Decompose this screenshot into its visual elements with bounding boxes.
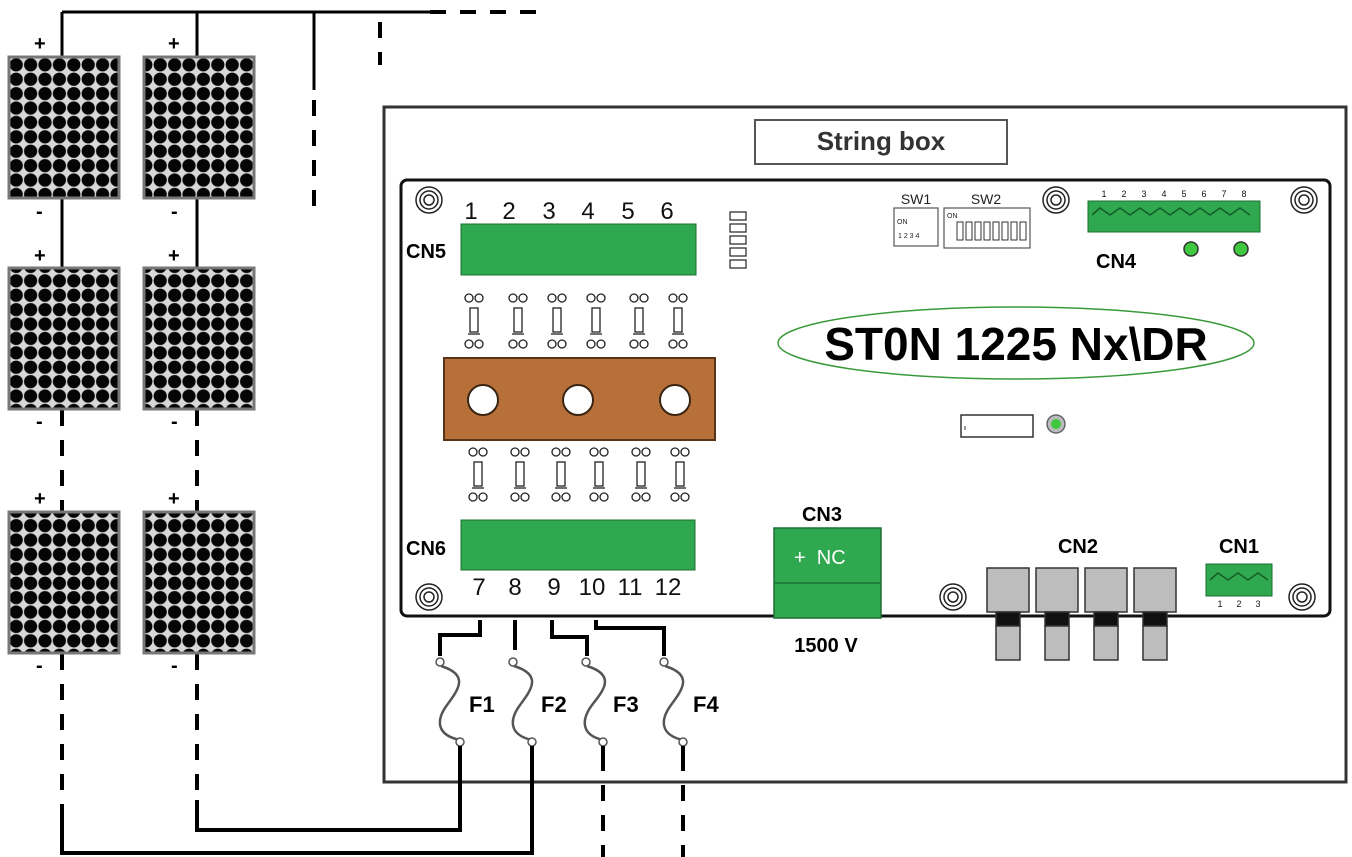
sw1-pin-labels: 1 2 3 4 (898, 233, 920, 240)
polarity-minus: - (36, 411, 43, 433)
polarity-plus: + (168, 488, 180, 510)
model-label: ST0N 1225 Nx\DR (777, 306, 1255, 380)
polarity-minus: - (36, 201, 43, 223)
cn3-terminal-text: + NC (794, 547, 846, 569)
polarity-plus: + (34, 33, 46, 55)
pv-panel (142, 55, 256, 200)
cn1-label: CN1 (1219, 536, 1259, 558)
pv-panel (7, 55, 121, 200)
cn5-pin: 4 (581, 198, 594, 225)
connector-cn2: CN2 (986, 536, 1177, 661)
cn6-label: CN6 (406, 538, 446, 560)
cn4-pin: 6 (1201, 189, 1206, 199)
polarity-plus: + (168, 245, 180, 267)
cn1-pin: 1 (1217, 599, 1222, 609)
status-led (1233, 241, 1249, 257)
sw2-on-label: ON (947, 213, 958, 220)
cn5-pin: 2 (502, 198, 515, 225)
cn6-pin: 9 (547, 574, 560, 601)
cn4-pin: 8 (1241, 189, 1246, 199)
fuse-label: F4 (693, 692, 719, 717)
pv-panel (142, 510, 256, 655)
polarity-minus: - (171, 655, 178, 677)
fuse-pads-upper (464, 293, 688, 349)
cn1-pin: 3 (1255, 599, 1260, 609)
polarity-minus: - (171, 201, 178, 223)
fuse-label: F3 (613, 692, 639, 717)
mounting-screw-icon (939, 583, 967, 611)
mounting-screw-icon (1288, 583, 1316, 611)
mounting-screw-icon (1290, 186, 1318, 214)
status-led (1183, 241, 1199, 257)
cn6-pin: 10 (579, 574, 606, 601)
cn5-pin: 6 (660, 198, 673, 225)
polarity-plus: + (34, 488, 46, 510)
cn1-pin: 2 (1236, 599, 1241, 609)
copper-busbar (443, 357, 716, 441)
connector-cn5: CN5 1 2 3 4 5 6 (406, 198, 697, 276)
pv-panel (7, 510, 121, 655)
fuse-f2: F2 (508, 657, 567, 760)
fuse-f4: F4 (659, 657, 719, 760)
fuse-label: F2 (541, 692, 567, 717)
pcb-board: CN5 1 2 3 4 5 6 (399, 178, 1332, 661)
mounting-screw-icon (1042, 186, 1070, 214)
mounting-screw-icon (415, 186, 443, 214)
fuse-f3: F3 (581, 657, 639, 760)
pv-panel (142, 266, 256, 411)
cn2-label: CN2 (1058, 536, 1098, 558)
sw1-label: SW1 (901, 191, 932, 207)
connector-cn4: 1 2 3 4 5 6 7 8 CN4 (1087, 189, 1261, 273)
cn4-pin: 5 (1181, 189, 1186, 199)
polarity-plus: + (34, 245, 46, 267)
indicator-chip (729, 211, 747, 269)
fuse-wiring (60, 620, 666, 855)
dip-switch-sw2: SW2 ON (943, 191, 1031, 249)
cn4-pin: 2 (1121, 189, 1126, 199)
polarity-minus: - (36, 655, 43, 677)
fuse-label: F1 (469, 692, 495, 717)
fuse-f1: F1 (435, 657, 495, 760)
cn5-pin: 5 (621, 198, 634, 225)
pv-panels: + + - - + + - - + + - - (7, 10, 540, 820)
enclosure-title: String box (817, 126, 946, 156)
cn4-pin: 1 (1101, 189, 1106, 199)
fuse-pads-lower (468, 447, 690, 502)
cn6-pin: 8 (508, 574, 521, 601)
cn4-pin: 4 (1161, 189, 1166, 199)
cn3-voltage: 1500 V (794, 635, 858, 657)
mounting-screw-icon (415, 583, 443, 611)
sw1-on-label: ON (897, 219, 908, 226)
polarity-minus: - (171, 411, 178, 433)
polarity-plus: + (168, 33, 180, 55)
sw2-label: SW2 (971, 191, 1002, 207)
dip-switch-sw1: SW1 ON 1 2 3 4 (893, 191, 939, 247)
connector-cn6: CN6 7 8 9 10 11 12 (406, 519, 696, 601)
cn4-label: CN4 (1096, 251, 1137, 273)
cn5-label: CN5 (406, 241, 446, 263)
cn6-pin: 11 (618, 574, 643, 601)
cn4-pin: 7 (1221, 189, 1226, 199)
cn5-pin: 3 (542, 198, 555, 225)
model-name: ST0N 1225 Nx\DR (824, 318, 1208, 370)
connector-cn1: CN1 1 2 3 (1205, 536, 1273, 609)
cn3-label: CN3 (802, 504, 842, 526)
programming-header (960, 414, 1034, 438)
cn6-pin: 7 (472, 574, 485, 601)
pv-panel (7, 266, 121, 411)
cn6-pin: 12 (655, 574, 682, 601)
power-led (1046, 414, 1066, 434)
connector-cn3: CN3 + NC 1500 V (773, 504, 882, 657)
cn4-pin: 3 (1141, 189, 1146, 199)
cn5-pin: 1 (464, 198, 477, 225)
